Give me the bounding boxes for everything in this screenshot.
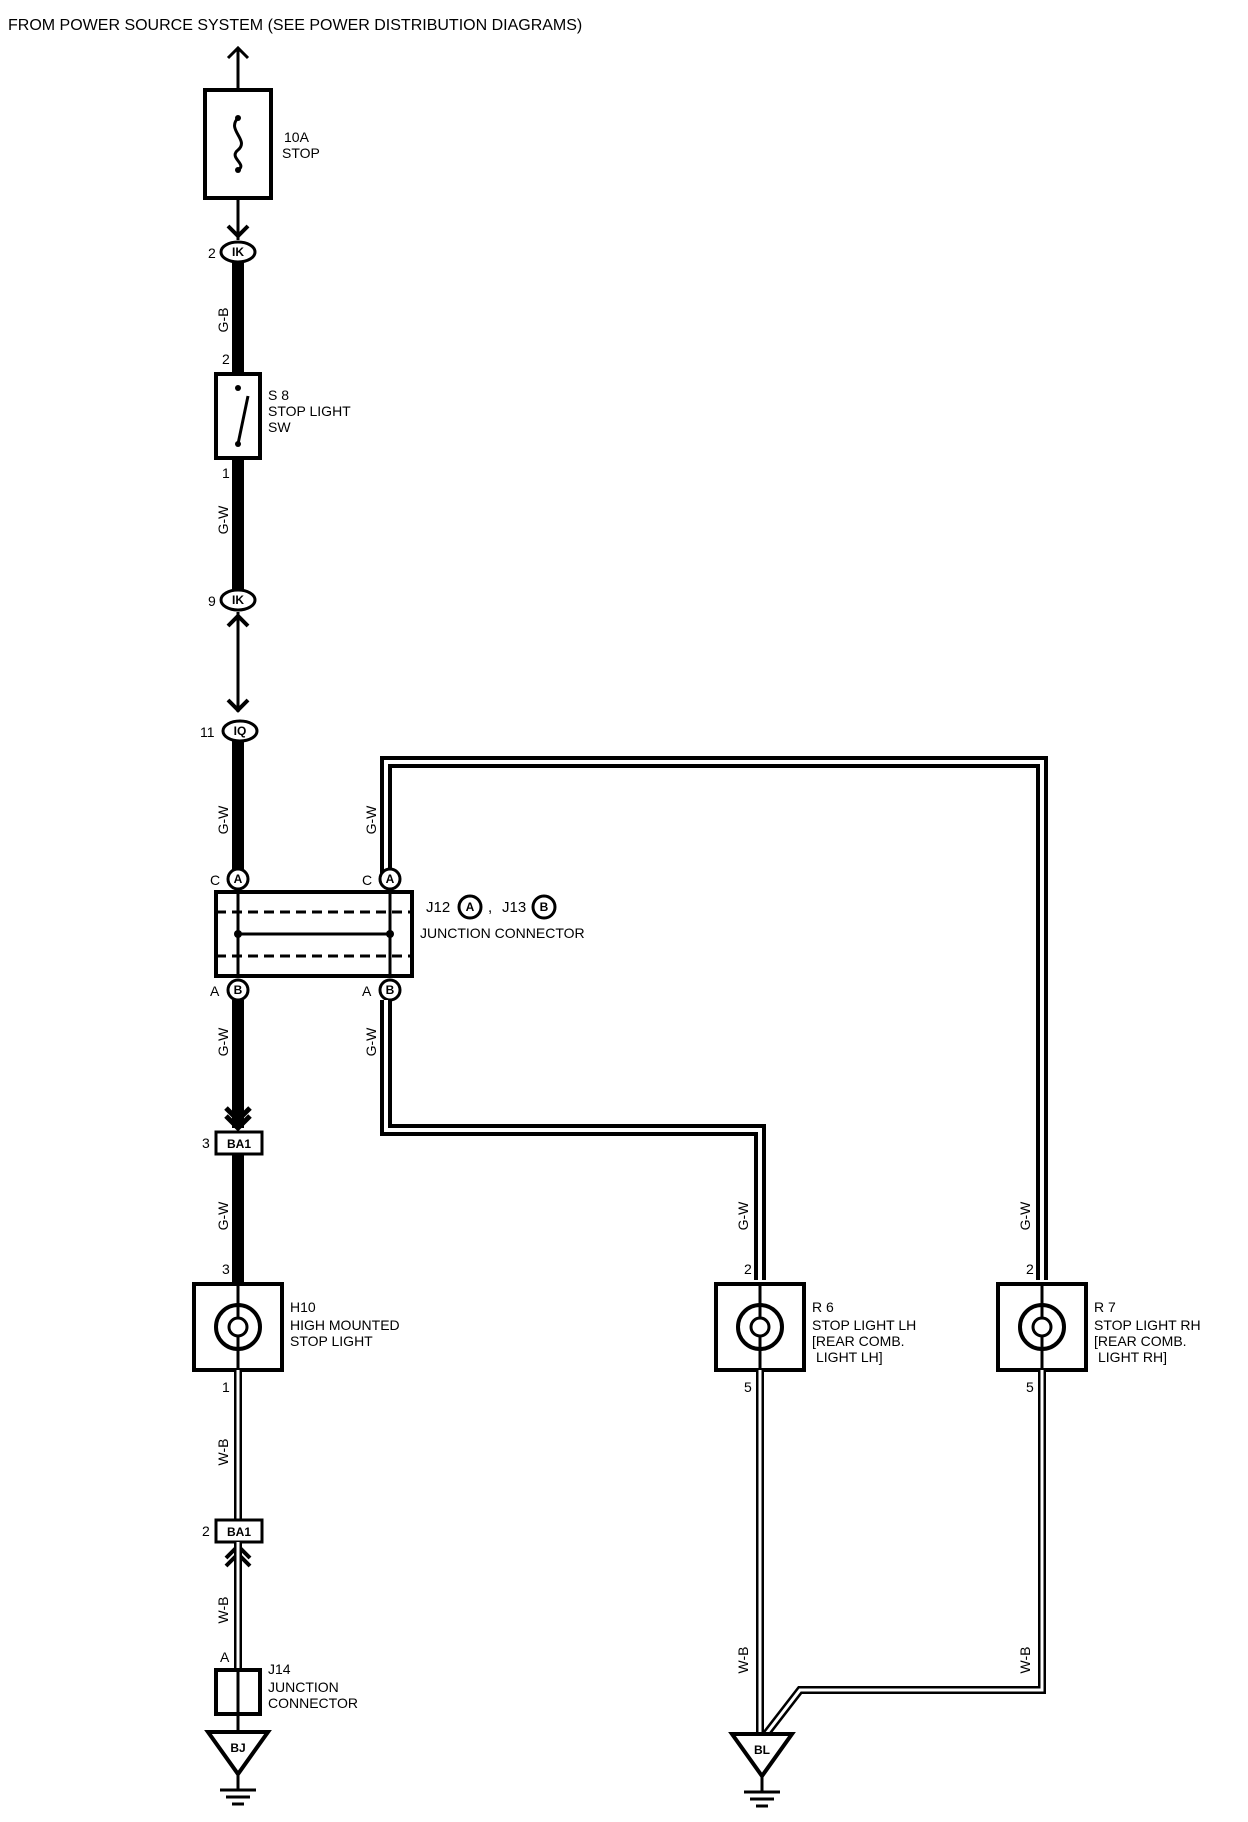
junction-pin-b-bottom-right: B (378, 978, 402, 1002)
junction-connector-j12-j13 (214, 890, 414, 978)
wire-label-wb-2: W-B (215, 1597, 231, 1624)
r7-id: R 7 (1094, 1299, 1116, 1315)
svg-text:B: B (234, 983, 243, 997)
pin-9-ik: 9 (208, 593, 216, 609)
power-input-arrow (226, 45, 250, 60)
wire-label-gw-4: G-W (215, 1027, 231, 1057)
connector-ba1-pin3: BA1 (214, 1130, 264, 1156)
svg-text:IQ: IQ (234, 724, 247, 738)
junction-j13-badge: B (531, 894, 557, 920)
wire-label-gw-3: G-W (363, 805, 379, 835)
wire-label-gw-1: G-W (215, 505, 231, 535)
pin-1-h10: 1 (222, 1379, 230, 1395)
svg-text:IK: IK (232, 245, 244, 259)
r6-line1: STOP LIGHT LH (812, 1317, 916, 1333)
connector-ik-pin2: IK (219, 240, 257, 264)
junction-pin-a-top-left: A (226, 867, 250, 891)
pin-a-j14: A (220, 1649, 230, 1665)
wire-label-wb-3: W-B (735, 1647, 751, 1674)
r7-line3: LIGHT RH] (1098, 1349, 1167, 1365)
switch-line1: STOP LIGHT (268, 403, 351, 419)
junction-comma: , (488, 899, 492, 916)
r6-line3: LIGHT LH] (816, 1349, 883, 1365)
j14-line2: CONNECTOR (268, 1695, 358, 1711)
connector-ik-pin9: IK (219, 588, 257, 612)
j14-line1: JUNCTION (268, 1679, 339, 1695)
r7-line1: STOP LIGHT RH (1094, 1317, 1201, 1333)
fuse-10a-stop (203, 88, 273, 200)
h10-line1: HIGH MOUNTED (290, 1317, 400, 1333)
wire-loop-to-rh (380, 756, 1048, 1280)
r6-id: R 6 (812, 1299, 834, 1315)
pin-2-switch: 2 (222, 351, 230, 367)
svg-text:A: A (466, 900, 475, 914)
wire-label-wb-1: W-B (215, 1439, 231, 1466)
ground-bj: BJ (204, 1730, 272, 1806)
header-title: FROM POWER SOURCE SYSTEM (SEE POWER DIST… (8, 17, 582, 34)
pin-1-switch: 1 (222, 465, 230, 481)
pin-2-ba1: 2 (202, 1523, 210, 1539)
ground-bl-icon (728, 1732, 796, 1780)
wire-label-gb: G-B (215, 308, 231, 333)
pin-5-r6: 5 (744, 1379, 752, 1395)
connector-ba1-pin2: BA1 (214, 1518, 264, 1544)
junction-j12-badge: A (457, 894, 483, 920)
junction-pin-b-bottom-left: B (226, 978, 250, 1002)
wire-label-gw-2: G-W (215, 805, 231, 835)
pin-2-ik: 2 (208, 245, 216, 261)
pin-2-r6: 2 (744, 1261, 752, 1277)
ground-bj-icon (204, 1730, 272, 1778)
j14-id: J14 (268, 1661, 291, 1677)
junction-j13-label: J13 (502, 899, 526, 916)
ground-bl: BL (728, 1732, 796, 1808)
pin-a-left: A (210, 983, 220, 999)
wire-label-gw-6: G-W (735, 1201, 751, 1231)
pin-3-h10: 3 (222, 1261, 230, 1277)
wire-label-gw-7: G-W (1017, 1201, 1033, 1231)
svg-text:IK: IK (232, 593, 244, 607)
svg-text:B: B (386, 983, 395, 997)
svg-text:BJ: BJ (230, 1741, 245, 1755)
wire-w-b-rh (762, 1370, 1046, 1737)
pin-5-r7: 5 (1026, 1379, 1034, 1395)
pin-a-right: A (362, 983, 372, 999)
junction-j12-label: J12 (426, 899, 450, 916)
svg-text:A: A (234, 872, 243, 886)
wire-to-lh (380, 1000, 766, 1280)
h10-id: H10 (290, 1299, 316, 1315)
svg-text:B: B (540, 900, 549, 914)
wire-label-wb-4: W-B (1017, 1647, 1033, 1674)
stop-light-lh (714, 1282, 806, 1372)
pin-11-iq: 11 (200, 724, 215, 740)
high-mounted-stop-light (192, 1282, 284, 1372)
switch-line2: SW (268, 419, 291, 435)
stop-light-switch (214, 372, 262, 460)
svg-text:A: A (386, 872, 395, 886)
pin-c-right: C (362, 872, 372, 888)
fuse-rating: 10A (284, 129, 310, 145)
junction-connector-j14 (214, 1668, 262, 1716)
junction-name: JUNCTION CONNECTOR (420, 925, 585, 941)
pin-2-r7: 2 (1026, 1261, 1034, 1277)
svg-text:BA1: BA1 (227, 1137, 251, 1151)
fuse-name: STOP (282, 145, 320, 161)
svg-text:BL: BL (754, 1743, 770, 1757)
junction-pin-a-top-right: A (378, 867, 402, 891)
h10-line2: STOP LIGHT (290, 1333, 373, 1349)
pin-3-ba1: 3 (202, 1135, 210, 1151)
pin-c-left: C (210, 872, 220, 888)
fuse-icon (233, 116, 243, 172)
switch-id: S 8 (268, 387, 289, 403)
r7-line2: [REAR COMB. (1094, 1333, 1187, 1349)
wire-label-gw-8: G-W (215, 1201, 231, 1231)
connector-iq-pin11: IQ (221, 719, 259, 743)
wire-label-gw-5: G-W (363, 1027, 379, 1057)
stop-light-rh (996, 1282, 1088, 1372)
r6-line2: [REAR COMB. (812, 1333, 905, 1349)
switch-contact-icon (236, 395, 250, 445)
svg-text:BA1: BA1 (227, 1525, 251, 1539)
